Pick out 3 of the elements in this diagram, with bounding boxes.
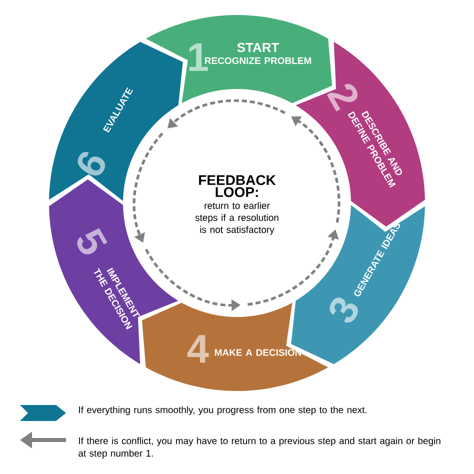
legend-text: If there is conflict, you may have to return to a previous step and start again or begin at step number 1. <box>78 437 440 459</box>
legend-text: If everything runs smoothly, you progress from one step to the next. <box>79 406 366 416</box>
feedback-loop-text: FEEDBACK LOOP: return to earlier steps if a resolution is not satisfactory <box>195 175 278 235</box>
